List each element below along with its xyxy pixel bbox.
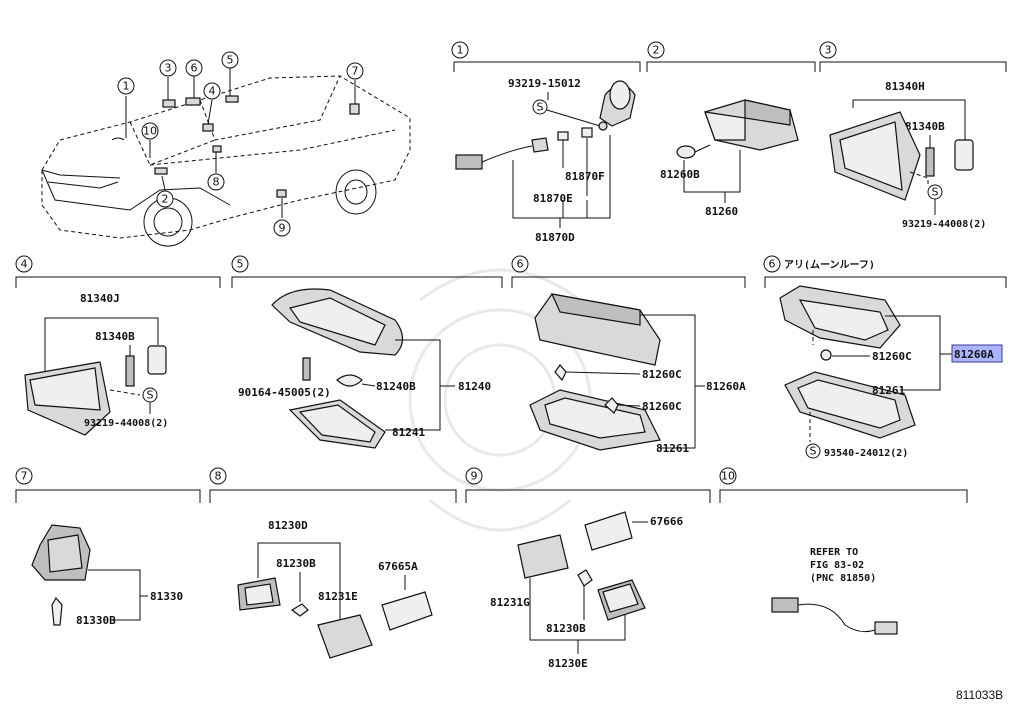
part-81340J: 81340J — [80, 292, 120, 305]
highlighted-part-81260A — [951, 344, 1003, 363]
section-2: 2 81260B 81260 — [646, 41, 816, 218]
part-81231G: 81231G — [490, 596, 530, 609]
part-81870D: 81870D — [535, 231, 575, 244]
car-callout-3: 3 — [165, 62, 172, 75]
section-number-7: 7 — [21, 470, 28, 483]
section-number-6: 6 — [517, 258, 524, 271]
section-5: 5 90164-45005(2) 81240B 81240 81241 — [231, 255, 503, 449]
part-81260: 81260 — [705, 205, 738, 218]
section-number-1: 1 — [457, 44, 464, 57]
part-81260C-a2: 81260C — [642, 400, 682, 413]
section-number-2: 2 — [653, 44, 660, 57]
part-81260B: 81260B — [660, 168, 700, 181]
refer-to-line-3: (PNC 81850) — [810, 573, 876, 584]
part-81260C-a1: 81260C — [642, 368, 682, 381]
refer-to-line-1: REFER TO — [810, 547, 858, 558]
car-callout-8: 8 — [213, 176, 220, 189]
s-mark: S — [932, 186, 939, 199]
car-overview: 1 3 6 5 4 7 10 2 8 9 — [41, 51, 411, 247]
part-93219-44008: 93219-44008(2) — [902, 219, 986, 230]
part-81230B-9: 81230B — [546, 622, 586, 635]
part-81340H: 81340H — [885, 80, 925, 93]
part-81330B: 81330B — [76, 614, 116, 627]
section-number-9: 9 — [471, 470, 478, 483]
part-93219-15012: 93219-15012 — [508, 77, 581, 90]
part-81231E: 81231E — [318, 590, 358, 603]
section-number-5: 5 — [237, 258, 244, 271]
refer-to-line-2: FIG 83-02 — [810, 560, 864, 571]
part-81260A-b: 81260A — [954, 348, 994, 361]
car-callout-4: 4 — [209, 85, 216, 98]
section-number-10: 10 — [721, 470, 735, 483]
s-mark: S — [537, 101, 544, 114]
part-81870F: 81870F — [565, 170, 605, 183]
section-10: 10 REFER TO FIG 83-02 (PNC 81850) — [719, 467, 968, 635]
section-number-3: 3 — [825, 44, 832, 57]
part-81340B-4: 81340B — [95, 330, 135, 343]
section-number-4: 4 — [21, 258, 28, 271]
moonroof-note: アリ(ムーンルーフ) — [784, 259, 875, 271]
car-callout-10: 10 — [143, 125, 157, 138]
car-callout-5: 5 — [227, 54, 234, 67]
section-7: 7 81330 81330B — [15, 467, 201, 627]
s-mark: S — [810, 445, 817, 458]
section-3: 3 81340H 81340B S 93219-44008(2) — [819, 41, 1007, 230]
car-callout-7: 7 — [352, 65, 359, 78]
car-callout-2: 2 — [162, 193, 169, 206]
section-8: 8 81230D 81230B 81231E 67665A — [209, 467, 457, 659]
section-1: 1 93219-15012 S 81870F 81870E 81870D — [451, 41, 641, 244]
section-number-6b: 6 — [769, 258, 776, 271]
section-4: 4 81340J 81340B S 93219-44008(2) — [15, 255, 221, 436]
part-67665A: 67665A — [378, 560, 418, 573]
part-81230B-8: 81230B — [276, 557, 316, 570]
part-93540-24012: 93540-24012(2) — [824, 448, 908, 459]
part-81241: 81241 — [392, 426, 425, 439]
part-81230E: 81230E — [548, 657, 588, 670]
car-callout-1: 1 — [123, 80, 130, 93]
part-81240B: 81240B — [376, 380, 416, 393]
section-6a: 6 81260C 81260C 81260A 81261 — [511, 255, 746, 455]
part-90164-45005: 90164-45005(2) — [238, 386, 331, 399]
part-81240: 81240 — [458, 380, 491, 393]
part-81261-b: 81261 — [872, 384, 905, 397]
section-9: 9 67666 81231G 81230B 81230E — [465, 467, 711, 670]
car-callout-9: 9 — [279, 222, 286, 235]
diagram-code: 811033B — [956, 688, 1003, 702]
car-callout-6: 6 — [191, 62, 198, 75]
part-81261-a: 81261 — [656, 442, 689, 455]
part-81260A-a: 81260A — [706, 380, 746, 393]
section-number-8: 8 — [215, 470, 222, 483]
part-81870E: 81870E — [533, 192, 573, 205]
part-81340B: 81340B — [905, 120, 945, 133]
part-67666: 67666 — [650, 515, 683, 528]
part-93219-44008-4: 93219-44008(2) — [84, 418, 168, 429]
part-81260C-b: 81260C — [872, 350, 912, 363]
part-81330: 81330 — [150, 590, 183, 603]
s-mark: S — [147, 389, 154, 402]
section-6b: 6 アリ(ムーンルーフ) 81260C 81260A 81261 S 93540… — [763, 255, 1007, 459]
part-81230D: 81230D — [268, 519, 308, 532]
